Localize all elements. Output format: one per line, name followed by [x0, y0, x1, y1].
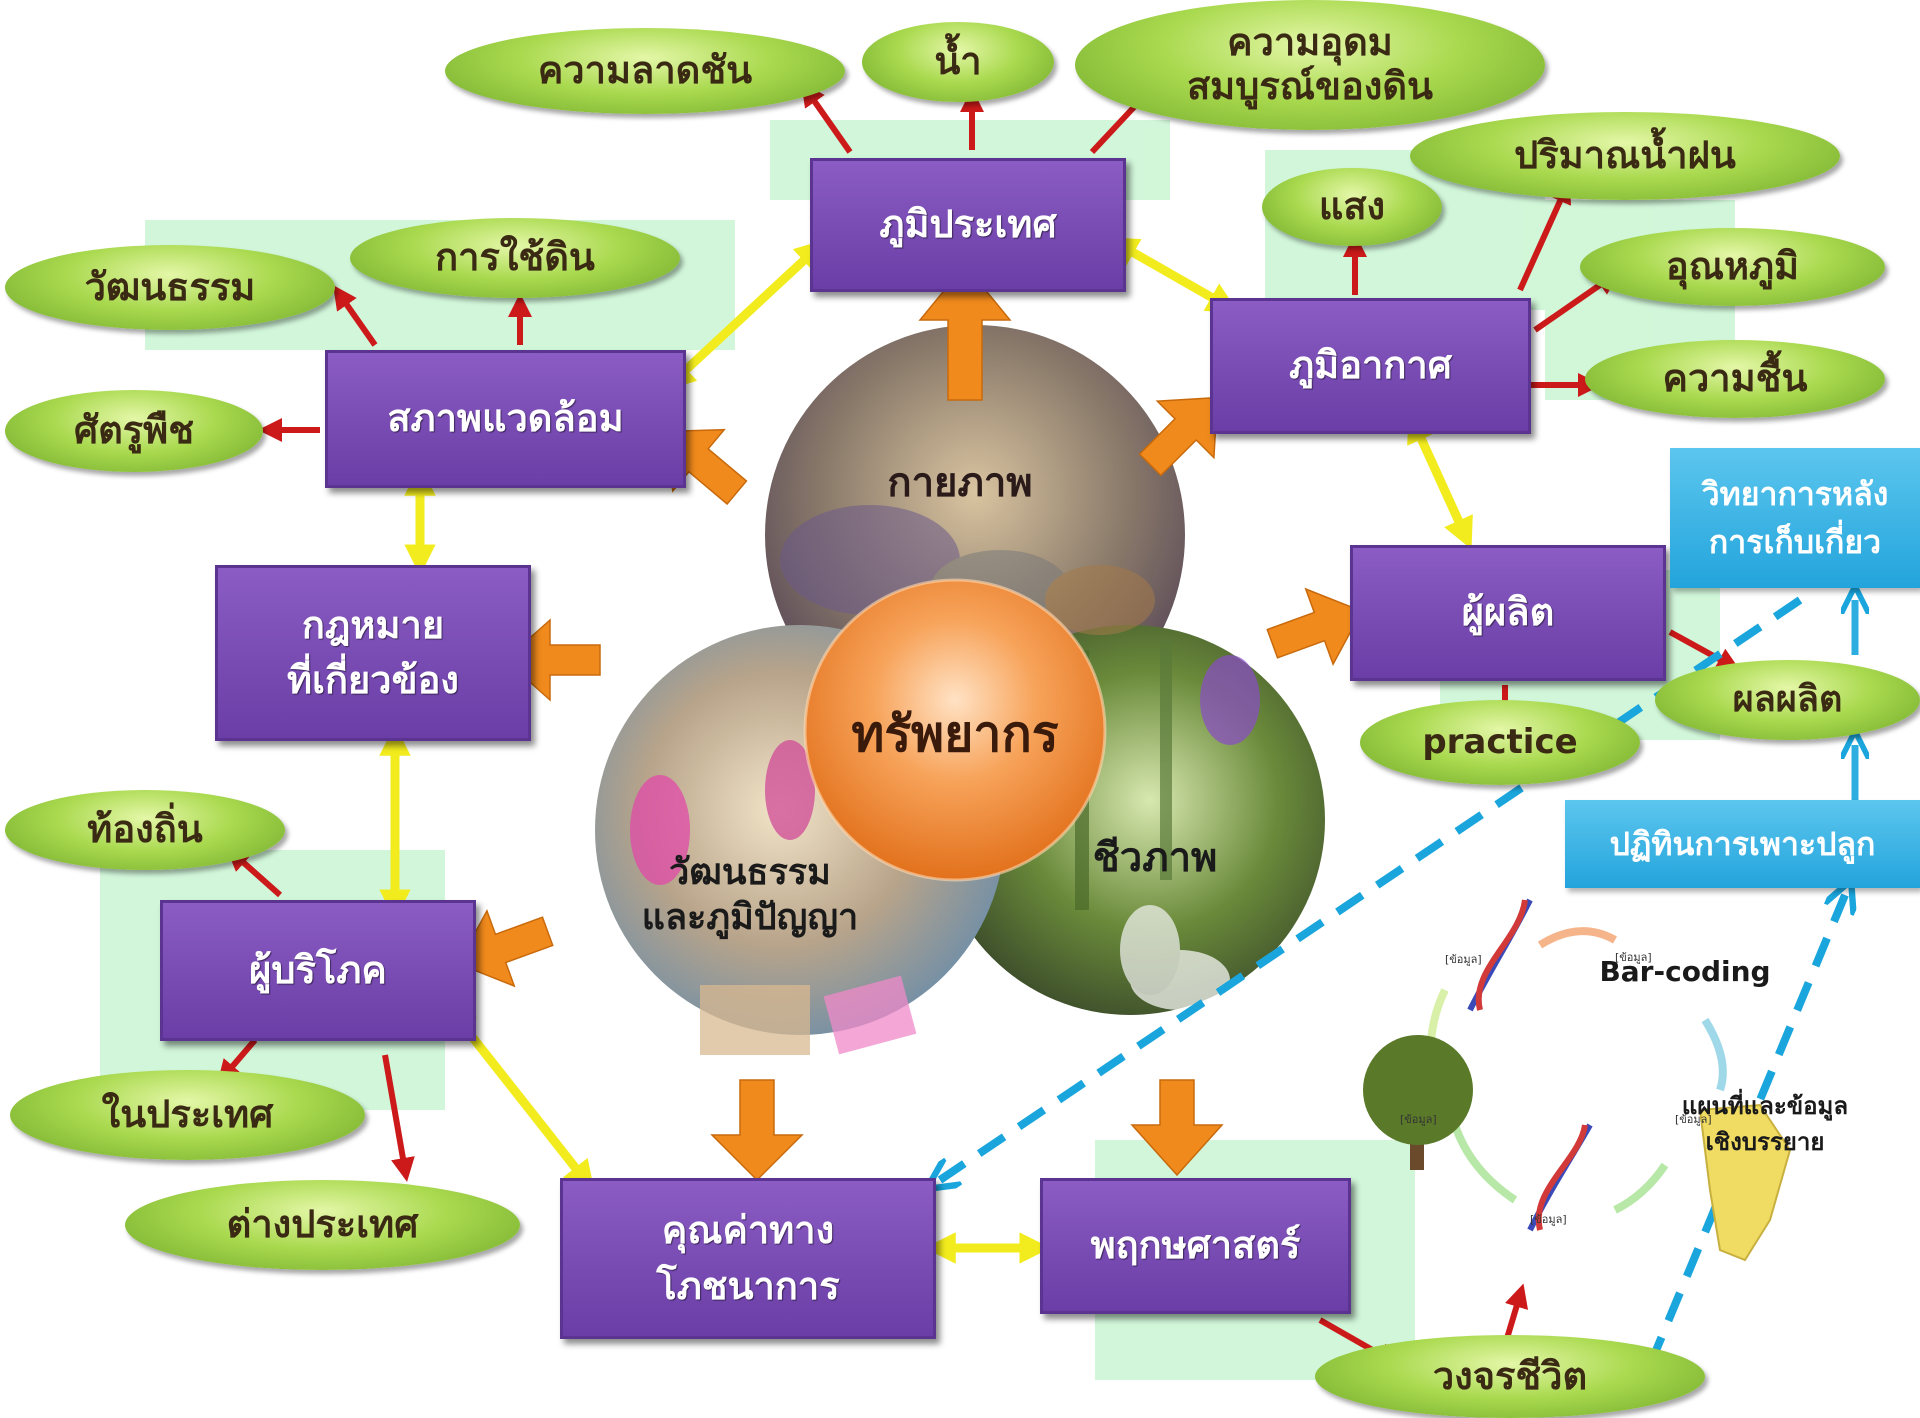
cycle-tag-1: [ข้อมูล] — [1445, 953, 1482, 966]
nutrition-box: คุณค่าทาง โภชนาการ — [560, 1178, 936, 1339]
product-oval: ผลผลิต — [1655, 660, 1920, 740]
law-line1: กฎหมาย — [301, 602, 445, 647]
pests-oval: ศัตรูพืช — [5, 390, 263, 472]
postharvest-line1: วิทยาการหลัง — [1701, 475, 1889, 513]
rainfall-oval: ปริมาณน้ำฝน — [1410, 112, 1840, 200]
cycle-tag-2: [ข้อมูล] — [1615, 951, 1652, 964]
consumer-box: ผู้บริโภค — [160, 900, 476, 1041]
postharvest-box: วิทยาการหลัง การเก็บเกี่ยว — [1670, 448, 1920, 588]
biological-label: ชีวภาพ — [1092, 835, 1218, 881]
dna-cycle — [1363, 898, 1792, 1262]
slope-oval: ความลาดชัน — [445, 28, 845, 114]
fertility-line2: สมบูรณ์ของดิน — [1186, 64, 1434, 108]
barcoding-label: Bar-coding — [1599, 955, 1771, 988]
center-title: ทรัพยากร — [851, 705, 1059, 763]
culture-label: วัฒนธรรม และภูมิปัญญา — [600, 850, 900, 940]
culture-label-line1: วัฒนธรรม — [669, 852, 831, 893]
temperature-oval: อุณหภูมิ — [1580, 228, 1885, 306]
center-circle — [805, 580, 1105, 880]
light-oval: แสง — [1262, 168, 1442, 246]
topography-box: ภูมิประเทศ — [810, 158, 1126, 292]
culture-decoration — [630, 740, 917, 1055]
law-box: กฎหมาย ที่เกี่ยวข้อง — [215, 565, 531, 741]
culture-oval: วัฒนธรรม — [5, 245, 335, 330]
map-line2: เชิงบรรยาย — [1705, 1128, 1825, 1156]
cycle-tag-5: [ข้อมูล] — [1530, 1213, 1567, 1226]
humidity-oval: ความชื้น — [1585, 340, 1885, 418]
nutrition-line1: คุณค่าทาง — [661, 1208, 835, 1253]
physical-label: กายภาพ — [887, 460, 1033, 506]
land-use-oval: การใช้ดิน — [350, 218, 680, 298]
fertility-line1: ความอุดม — [1227, 20, 1393, 65]
map-line1: แผนที่และข้อมูล — [1681, 1092, 1849, 1120]
local-oval: ท้องถิ่น — [5, 790, 285, 870]
law-line2: ที่เกี่ยวข้อง — [286, 658, 459, 702]
cycle-tag-3: [ข้อมูล] — [1400, 1113, 1437, 1126]
calendar-box: ปฏิทินการเพาะปลูก — [1565, 800, 1920, 888]
yellow-arrows — [379, 237, 1473, 1264]
botany-box: พฤกษศาสตร์ — [1040, 1178, 1351, 1314]
postharvest-line2: การเก็บเกี่ยว — [1708, 523, 1882, 561]
cycle-tag-4: [ข้อมูล] — [1675, 1113, 1712, 1126]
climate-box: ภูมิอากาศ — [1210, 298, 1531, 434]
fertility-oval: ความอุดม สมบูรณ์ของดิน — [1075, 0, 1545, 130]
practice-oval: practice — [1360, 700, 1640, 785]
domestic-oval: ในประเทศ — [10, 1070, 365, 1160]
water-oval: น้ำ — [862, 22, 1054, 102]
culture-label-line2: และภูมิปัญญา — [641, 897, 859, 938]
map-label: แผนที่และข้อมูล เชิงบรรยาย — [1640, 1088, 1890, 1160]
producer-box: ผู้ผลิต — [1350, 545, 1666, 681]
foreign-oval: ต่างประเทศ — [125, 1180, 520, 1270]
life-cycle-oval: วงจรชีวิต — [1315, 1335, 1705, 1418]
nutrition-line2: โภชนาการ — [656, 1263, 840, 1308]
environment-box: สภาพแวดล้อม — [325, 350, 686, 488]
